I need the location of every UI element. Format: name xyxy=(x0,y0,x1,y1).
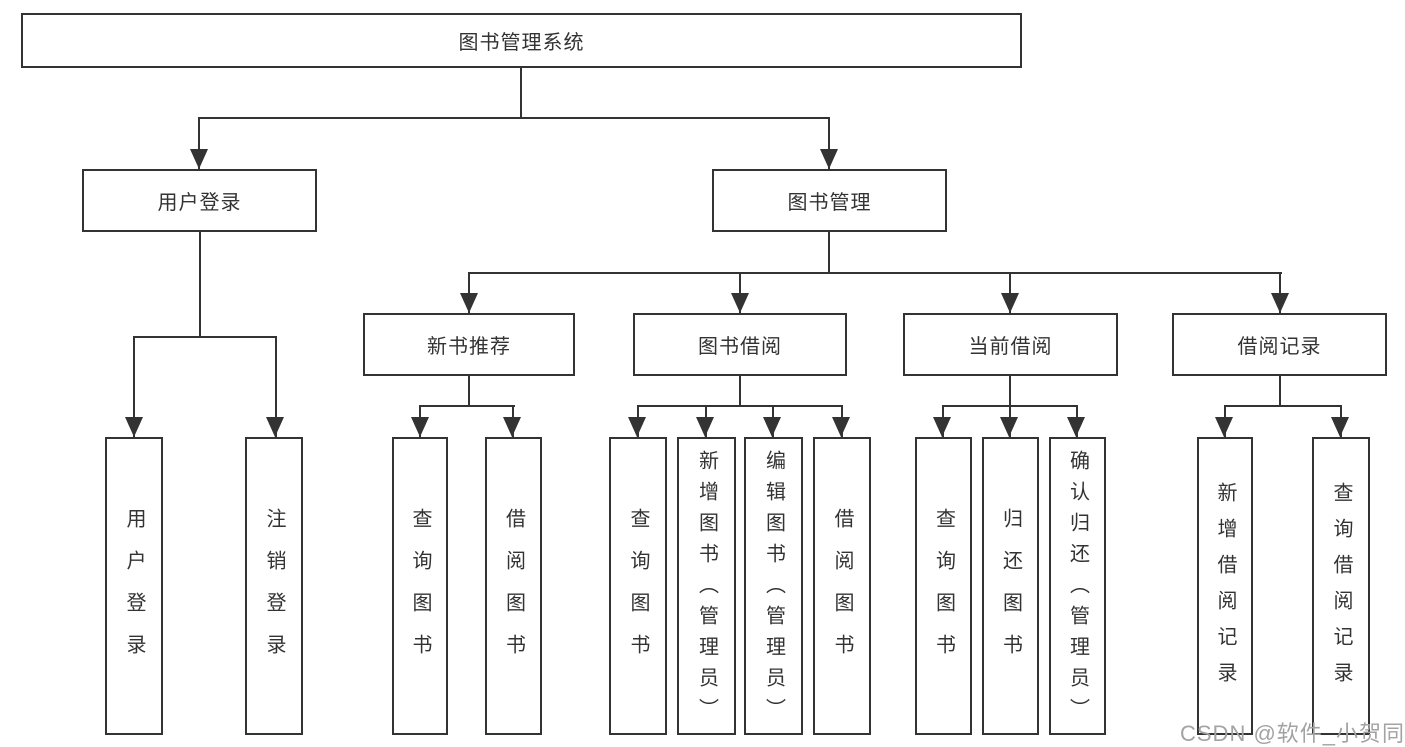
arrowhead-cb-return xyxy=(1000,417,1018,437)
arrowhead-bb-add xyxy=(696,417,714,437)
arrowhead-borrow-records xyxy=(1271,293,1289,313)
arrowhead-nb-borrow xyxy=(503,417,521,437)
connector-to-borrow-records xyxy=(1279,272,1281,313)
leaf-bb-borrow-books: 借阅图书 xyxy=(813,437,871,735)
node-book-mgmt-label: 图书管理 xyxy=(787,192,872,214)
connector-to-new-book xyxy=(468,272,470,313)
connector-to-leaf-logout xyxy=(275,336,277,437)
connector-root-to-book-mgmt xyxy=(828,117,830,169)
node-user-login: 用户登录 xyxy=(82,169,317,232)
connector-current-borrow-stem xyxy=(1009,376,1011,407)
leaf-cb-return-books-label: 归还图书 xyxy=(999,507,1022,676)
connector-borrow-records-hline xyxy=(1224,405,1342,407)
leaf-nb-query-books-label: 查询图书 xyxy=(409,507,431,676)
node-root-label: 图书管理系统 xyxy=(458,32,585,54)
leaf-nb-borrow-books: 借阅图书 xyxy=(485,437,542,735)
leaf-cb-query-books: 查询图书 xyxy=(915,437,972,735)
arrowhead-br-query xyxy=(1331,417,1349,437)
node-book-borrow-label: 图书借阅 xyxy=(698,336,782,358)
arrowhead-cb-query xyxy=(933,417,951,437)
connector-root-hline xyxy=(198,117,830,119)
arrowhead-book-mgmt xyxy=(820,149,838,169)
connector-new-book-stem xyxy=(468,376,470,407)
leaf-logout-label: 注销登录 xyxy=(263,507,285,676)
node-current-borrow-label: 当前借阅 xyxy=(968,336,1053,358)
node-current-borrow: 当前借阅 xyxy=(903,313,1118,376)
leaf-cb-confirm-return-admin-label: 确认归还（管理员） xyxy=(1066,449,1089,729)
leaf-br-add-record: 新增借阅记录 xyxy=(1197,437,1253,735)
leaf-cb-return-books: 归还图书 xyxy=(982,437,1039,735)
leaf-bb-borrow-books-label: 借阅图书 xyxy=(831,507,853,676)
node-borrow-records-label: 借阅记录 xyxy=(1237,336,1322,358)
arrowhead-new-book xyxy=(460,293,478,313)
leaf-cb-confirm-return-admin: 确认归还（管理员） xyxy=(1049,437,1106,735)
arrowhead-leaf-login xyxy=(125,417,143,437)
arrowhead-cb-confirm xyxy=(1067,417,1085,437)
leaf-bb-edit-books-admin-label: 编辑图书（管理员） xyxy=(762,449,785,729)
arrowhead-book-borrow xyxy=(731,293,749,313)
connector-user-login-stem xyxy=(199,232,201,338)
connector-new-book-hline xyxy=(419,405,515,407)
arrowhead-bb-query xyxy=(628,417,646,437)
arrowhead-br-add xyxy=(1215,417,1233,437)
connector-book-mgmt-stem xyxy=(828,232,830,274)
connector-user-login-hline xyxy=(133,336,277,338)
leaf-bb-add-books-admin-label: 新增图书（管理员） xyxy=(695,449,718,729)
connector-to-book-borrow xyxy=(739,272,741,313)
connector-root-to-user-login xyxy=(198,117,200,169)
leaf-cb-query-books-label: 查询图书 xyxy=(932,507,955,676)
node-root: 图书管理系统 xyxy=(21,13,1022,68)
leaf-br-query-record: 查询借阅记录 xyxy=(1312,437,1370,735)
arrowhead-bb-borrow xyxy=(832,417,850,437)
connector-book-mgmt-hline xyxy=(468,272,1282,274)
connector-book-borrow-hline xyxy=(637,405,843,407)
arrowhead-leaf-logout xyxy=(266,417,284,437)
connector-borrow-records-stem xyxy=(1279,376,1281,407)
leaf-br-add-record-label: 新增借阅记录 xyxy=(1214,482,1236,698)
csdn-watermark: CSDN @软件_小贺同学 xyxy=(1180,721,1405,746)
arrowhead-current-borrow xyxy=(1001,293,1019,313)
leaf-user-login: 用户登录 xyxy=(105,437,163,735)
leaf-bb-add-books-admin: 新增图书（管理员） xyxy=(677,437,736,735)
node-new-book-rec: 新书推荐 xyxy=(363,313,575,376)
leaf-bb-edit-books-admin: 编辑图书（管理员） xyxy=(744,437,803,735)
connector-to-leaf-login xyxy=(133,336,135,437)
node-new-book-rec-label: 新书推荐 xyxy=(427,336,511,358)
leaf-user-login-label: 用户登录 xyxy=(123,507,145,676)
connector-root-stem xyxy=(520,68,522,118)
arrowhead-bb-edit xyxy=(763,417,781,437)
node-borrow-records: 借阅记录 xyxy=(1172,313,1387,376)
node-user-login-label: 用户登录 xyxy=(157,192,242,214)
node-book-mgmt: 图书管理 xyxy=(712,169,947,232)
leaf-bb-query-books: 查询图书 xyxy=(609,437,667,735)
connector-book-borrow-stem xyxy=(739,376,741,407)
leaf-bb-query-books-label: 查询图书 xyxy=(627,507,649,676)
leaf-br-query-record-label: 查询借阅记录 xyxy=(1330,482,1352,698)
leaf-nb-borrow-books-label: 借阅图书 xyxy=(502,507,525,676)
leaf-nb-query-books: 查询图书 xyxy=(392,437,448,735)
arrowhead-user-login xyxy=(190,149,208,169)
arrowhead-nb-query xyxy=(411,417,429,437)
connector-to-current-borrow xyxy=(1009,272,1011,313)
node-book-borrow: 图书借阅 xyxy=(633,313,847,376)
leaf-logout: 注销登录 xyxy=(245,437,303,735)
